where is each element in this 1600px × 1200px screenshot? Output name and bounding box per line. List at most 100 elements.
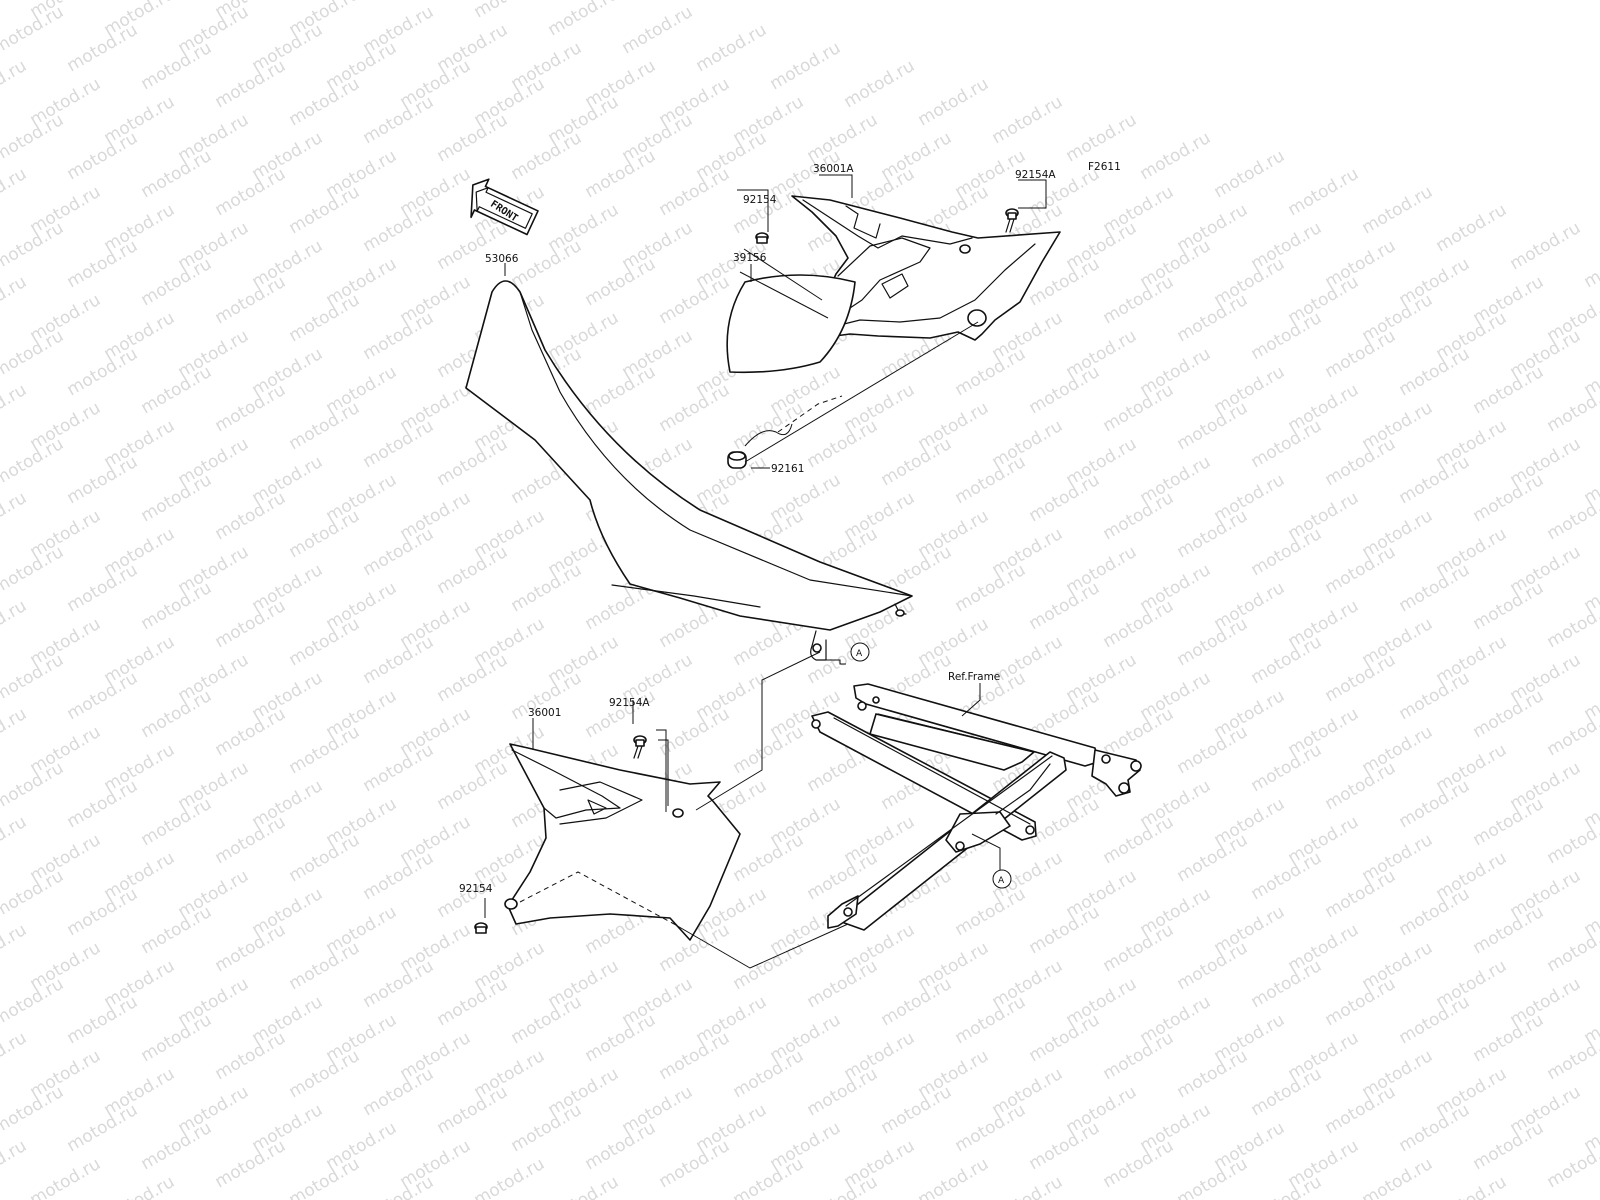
watermark-text: motod.ru [1248, 1064, 1326, 1120]
watermark-text: motod.ru [212, 488, 290, 544]
watermark-text: motod.ru [64, 884, 142, 940]
watermark-text: motod.ru [1248, 308, 1326, 364]
watermark-text: motod.ru [138, 362, 216, 418]
watermark-text: motod.ru [1248, 416, 1326, 472]
watermark-text: motod.ru [1174, 830, 1252, 886]
watermark-text: motod.ru [952, 884, 1030, 940]
watermark-text: motod.ru [1322, 866, 1400, 922]
watermark-text: motod.ru [1100, 596, 1178, 652]
watermark-text: motod.ru [1470, 1010, 1548, 1066]
watermark-text: motod.ru [360, 848, 438, 904]
seat-53066 [465, 280, 913, 661]
watermark-text: motod.ru [1211, 146, 1289, 202]
watermark-text: motod.ru [434, 1082, 512, 1138]
watermark-text: motod.ru [952, 1100, 1030, 1156]
label-36001: 36001 [528, 707, 561, 719]
watermark-text: motod.ru [508, 560, 586, 616]
watermark-text: motod.ru [286, 506, 364, 562]
watermark-text: motod.ru [138, 1010, 216, 1066]
watermark-text: motod.ru [1322, 1082, 1400, 1138]
watermark-text: motod.ru [1100, 488, 1178, 544]
watermark-text: motod.ru [656, 272, 734, 328]
watermark-text: motod.ru [1137, 128, 1215, 184]
watermark-text: motod.ru [212, 1028, 290, 1084]
ref-marker-a-lower: A [992, 869, 1012, 889]
watermark-text: motod.ru [1322, 326, 1400, 382]
watermark-text: motod.ru [1285, 164, 1363, 220]
watermark-text: motod.ru [878, 434, 956, 490]
watermark-text: motod.ru [138, 254, 216, 310]
watermark-text: motod.ru [730, 722, 808, 778]
watermark-text: motod.ru [582, 686, 660, 742]
watermark-text: motod.ru [1026, 902, 1104, 958]
watermark-text: motod.ru [0, 272, 30, 328]
watermark-text: motod.ru [1026, 578, 1104, 634]
ref-marker-a-upper-label: A [856, 649, 863, 659]
watermark-text: motod.ru [508, 992, 586, 1048]
watermark-text: motod.ru [434, 218, 512, 274]
front-arrow-icon: FRONT [470, 178, 539, 236]
watermark-text: motod.ru [508, 236, 586, 292]
watermark-text: motod.ru [138, 902, 216, 958]
watermark-text: motod.ru [1433, 1172, 1511, 1200]
watermark-text: motod.ru [656, 380, 734, 436]
watermark-text: motod.ru [656, 704, 734, 760]
watermark-text: motod.ru [1026, 470, 1104, 526]
label-92154a-bottom: 92154A [609, 697, 650, 709]
watermark-text: motod.ru [1396, 992, 1474, 1048]
watermark-text: motod.ru [0, 0, 30, 4]
bolt-92154a-top [1005, 208, 1019, 233]
watermark-text: motod.ru [1174, 722, 1252, 778]
watermark-text: motod.ru [138, 470, 216, 526]
watermark-text: motod.ru [656, 1136, 734, 1192]
watermark-text: motod.ru [952, 560, 1030, 616]
watermark-text: motod.ru [1100, 1136, 1178, 1192]
watermark-text: motod.ru [1581, 236, 1600, 292]
watermark-text: motod.ru [1359, 1154, 1437, 1200]
watermark-text: motod.ru [1470, 794, 1548, 850]
watermark-text: motod.ru [1100, 380, 1178, 436]
watermark-text: motod.ru [64, 128, 142, 184]
watermark-text: motod.ru [1396, 776, 1474, 832]
watermark-text: motod.ru [360, 956, 438, 1012]
watermark-text: motod.ru [138, 686, 216, 742]
watermark-text: motod.ru [286, 614, 364, 670]
damper-92161 [727, 451, 747, 469]
watermark-text: motod.ru [138, 146, 216, 202]
watermark-text: motod.ru [212, 1136, 290, 1192]
watermark-text: motod.ru [989, 92, 1067, 148]
watermark-text: motod.ru [360, 1064, 438, 1120]
watermark-text: motod.ru [582, 1118, 660, 1174]
watermark-text: motod.ru [1174, 1046, 1252, 1102]
watermark-text: motod.ru [360, 632, 438, 688]
watermark-text: motod.ru [1248, 632, 1326, 688]
watermark-text: motod.ru [0, 812, 30, 868]
bolt-92154-top [755, 232, 769, 244]
rear-frame [811, 683, 1142, 931]
watermark-text: motod.ru [64, 20, 142, 76]
watermark-text: motod.ru [1100, 704, 1178, 760]
watermark-text: motod.ru [952, 992, 1030, 1048]
label-92154-bottom: 92154 [459, 883, 493, 895]
watermark-text: motod.ru [767, 38, 845, 94]
watermark-text: motod.ru [360, 200, 438, 256]
watermark-text: motod.ru [64, 344, 142, 400]
watermark-text: motod.ru [434, 542, 512, 598]
watermark-text: motod.ru [1174, 290, 1252, 346]
watermark-text: motod.ru [1396, 884, 1474, 940]
watermark-text: motod.ru [1174, 398, 1252, 454]
watermark-text: motod.ru [1026, 1010, 1104, 1066]
watermark-text: motod.ru [101, 1172, 179, 1200]
watermark-text: motod.ru [434, 974, 512, 1030]
watermark-text: motod.ru [619, 2, 697, 58]
watermark-text: motod.ru [693, 20, 771, 76]
watermark-text: motod.ru [1248, 740, 1326, 796]
watermark-text: motod.ru [286, 290, 364, 346]
watermark-text: motod.ru [730, 830, 808, 886]
label-53066: 53066 [485, 253, 519, 265]
watermark-text: motod.ru [212, 380, 290, 436]
watermark-text: motod.ru [1026, 794, 1104, 850]
watermark-text: motod.ru [286, 830, 364, 886]
watermark-text: motod.ru [434, 434, 512, 490]
